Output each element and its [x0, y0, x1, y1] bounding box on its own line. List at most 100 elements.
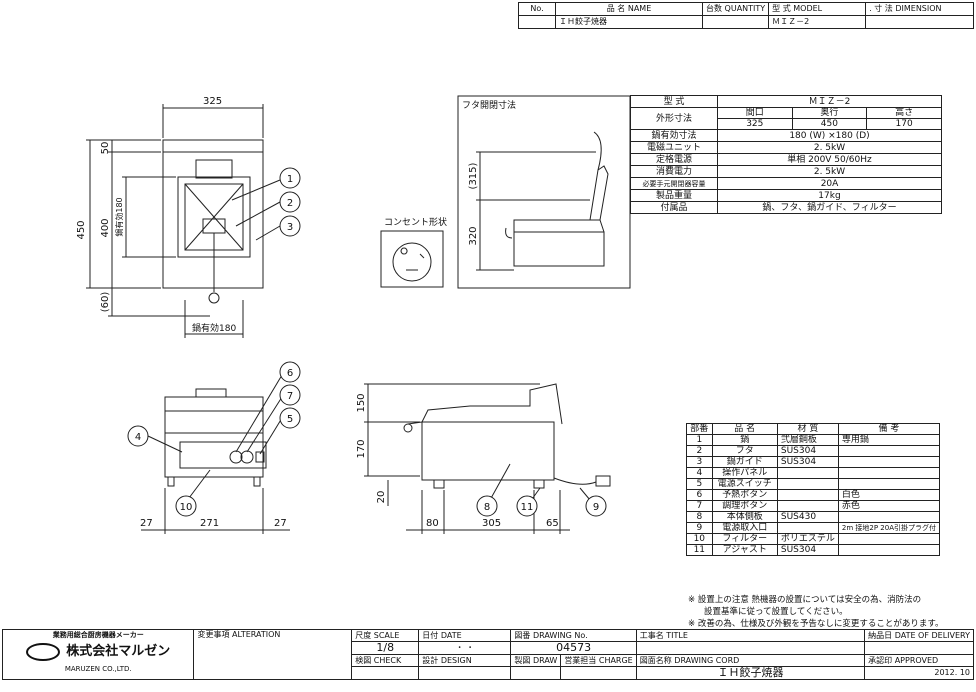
top-view-back-panel — [162, 139, 264, 153]
balloon-label: 6 — [287, 368, 293, 379]
footer-block: 業務用総合厨房機器メーカー 株式会社マルゼン MARUZEN CO.,LTD. … — [1, 629, 974, 680]
balloon-2 — [279, 191, 301, 213]
design-label: 設計 DESIGN — [418, 654, 512, 667]
dim-27a: 27 — [140, 518, 153, 529]
draw-value — [510, 666, 562, 680]
dim-150: 150 — [356, 393, 367, 412]
drawing-no-label: 図番 DRAWING No. — [510, 629, 637, 642]
approved-label: 承認印 APPROVED — [864, 654, 974, 667]
note-line: ※ 設置上の注意 熱機器の設置については安全の為、消防法の — [688, 595, 922, 605]
delivery-value — [864, 641, 974, 655]
draw-label: 製図 DRAW — [510, 654, 562, 667]
drawing-area: 1 2 3 4 5 6 7 8 9 10 11 325 450 50 400 鍋… — [76, 95, 631, 534]
lid-opening-label: フタ開閉寸法 — [462, 99, 516, 111]
drawing-no-value: 04573 — [510, 641, 637, 655]
balloon-label: 5 — [287, 414, 293, 425]
scale-value: 1/8 — [351, 641, 420, 655]
cook-button-icon — [240, 450, 254, 464]
notes: ※ 設置上の注意 熱機器の設置については安全の為、消防法の 設置基準に従って設置… — [688, 594, 968, 630]
dim-top-width: 325 — [203, 96, 222, 107]
scale-label: 尺度 SCALE — [351, 629, 420, 642]
company-en: MARUZEN CO.,LTD. — [64, 665, 132, 673]
balloon-7 — [279, 384, 301, 406]
outlet-shape-label: コンセント形状 — [384, 216, 447, 228]
balloon-label: 10 — [180, 502, 193, 513]
dim-pot180-left: 鍋有効180 — [114, 197, 124, 236]
front-view-lid — [164, 396, 264, 412]
front-view-lid-handle — [195, 388, 227, 397]
date-label: 日付 DATE — [418, 629, 512, 642]
power-cord — [553, 477, 597, 485]
check-label: 検図 CHECK — [351, 654, 420, 667]
top-view-knob-icon — [208, 292, 220, 304]
side-view-lid — [421, 383, 563, 425]
charge-label: 営業担当 CHARGE — [560, 654, 637, 667]
balloon-label: 4 — [135, 432, 141, 443]
title-value — [635, 641, 866, 655]
maruzen-logo-icon — [26, 643, 61, 661]
dim-450: 450 — [76, 220, 87, 239]
company-cell: 業務用総合厨房機器メーカー 株式会社マルゼン MARUZEN CO.,LTD. — [1, 629, 195, 680]
cord-label: 図面名称 DRAWING CORD — [635, 654, 866, 667]
dim-20: 20 — [376, 491, 387, 504]
front-view-control-panel — [179, 441, 267, 469]
dim-27b: 27 — [274, 518, 287, 529]
dim-271: 271 — [200, 518, 219, 529]
balloon-label: 11 — [521, 502, 534, 513]
outlet-frame — [380, 230, 444, 288]
balloon-label: 1 — [287, 174, 293, 185]
dim-50: 50 — [100, 142, 111, 155]
dim-65: 65 — [546, 518, 559, 529]
spec-value: 鍋、フタ、鍋ガイド、フィルター — [717, 201, 942, 214]
part-remarks — [837, 544, 941, 556]
plug-icon — [595, 475, 611, 487]
balloon-4 — [127, 425, 149, 447]
balloon-label: 2 — [287, 198, 293, 209]
charge-value — [560, 666, 637, 680]
date-value: ・ ・ — [418, 641, 512, 655]
company-name: 株式会社マルゼン — [66, 644, 171, 659]
balloon-label: 9 — [593, 502, 599, 513]
row-dimension — [865, 15, 974, 29]
balloon-1 — [279, 167, 301, 189]
balloon-5 — [279, 407, 301, 429]
part-material: SUS304 — [776, 544, 839, 556]
part-no: 11 — [686, 544, 713, 556]
balloon-11 — [516, 495, 538, 517]
dim-170: 170 — [356, 439, 367, 458]
design-value — [418, 666, 512, 680]
spec-table: 型 式 ＭＩＺ－2 外形寸法 間口 奥行 高さ 325 450 170 鍋有効寸… — [630, 95, 942, 214]
dim-320: 320 — [468, 226, 479, 245]
balloon-9 — [585, 495, 607, 517]
outlet-plug-icon — [392, 242, 432, 282]
dim-80: 80 — [426, 518, 439, 529]
lid-view-lid — [589, 165, 609, 221]
balloon-8 — [476, 495, 498, 517]
dim-pot180-bottom: 鍋有効180 — [192, 322, 236, 334]
balloon-10 — [175, 495, 197, 517]
title-block: No. 品 名 NAME 台数 QUANTITY 型 式 MODEL . 寸 法… — [518, 2, 974, 29]
row-quantity — [701, 15, 770, 29]
dim-400: 400 — [100, 218, 111, 237]
check-value — [351, 666, 420, 680]
part-name: アジャスト — [711, 544, 778, 556]
balloon-label: 3 — [287, 222, 293, 233]
preheat-button-icon — [229, 450, 243, 464]
alteration: 変更事項 ALTERATION — [193, 629, 353, 680]
side-view-knob-icon — [403, 423, 413, 433]
delivery-label: 納品日 DATE OF DELIVERY — [864, 629, 974, 642]
cord-value: ＩＨ餃子焼器 — [635, 666, 866, 680]
lid-opening-frame — [457, 95, 631, 289]
balloon-3 — [279, 215, 301, 237]
balloon-label: 8 — [484, 502, 490, 513]
row-model: ＭＩＺ－2 — [768, 15, 867, 29]
lid-view-body — [513, 231, 605, 267]
year: 2012. 10 — [864, 666, 974, 680]
front-view-body — [164, 432, 264, 478]
balloon-6 — [279, 361, 301, 383]
